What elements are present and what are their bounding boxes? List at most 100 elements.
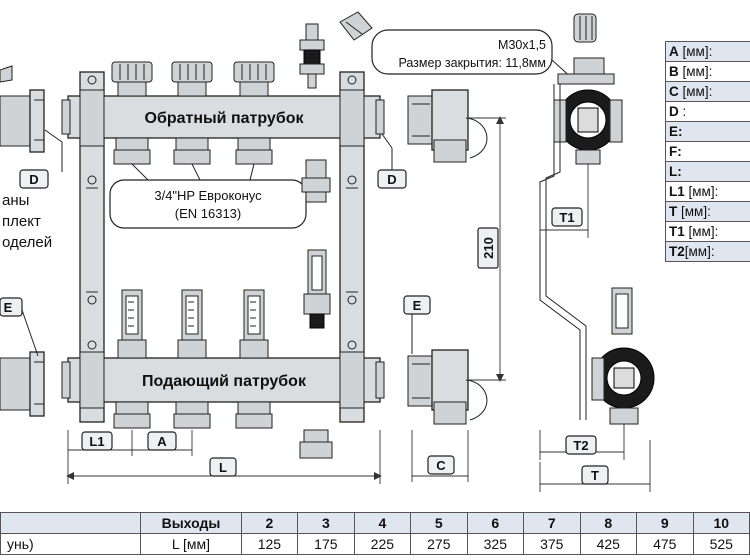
c-label: C	[436, 458, 446, 473]
spec-label: D	[669, 104, 679, 119]
dimension-t: T	[539, 440, 651, 492]
e-tag-right: E	[403, 295, 431, 354]
spec-unit: [мм]:	[684, 244, 715, 259]
flow-meter-loose	[303, 249, 331, 329]
outputs-count-cell: 3	[297, 512, 355, 534]
t1-label: T1	[559, 210, 574, 225]
spec-label: E:	[669, 124, 683, 139]
spec-cell: A [мм]:	[665, 41, 750, 62]
spec-unit: [мм]:	[678, 64, 713, 79]
a-label: A	[157, 434, 167, 449]
spec-table: A [мм]:B [мм]:C [мм]:D :E:F:L:L1 [мм]:T …	[665, 41, 750, 262]
thread-line2: Размер закрытия: 11,8мм	[398, 56, 546, 70]
supply-outlets	[113, 401, 273, 429]
spec-label: L:	[669, 164, 682, 179]
spec-label: T1	[669, 224, 685, 239]
spec-cell: T1 [мм]:	[665, 221, 750, 242]
dimension-c: C	[411, 430, 469, 482]
return-pipe-label: Обратный патрубок	[145, 110, 305, 127]
angle-fitting-bottom	[407, 349, 488, 425]
spec-cell: C [мм]:	[665, 81, 750, 102]
spec-cell: L1 [мм]:	[665, 181, 750, 202]
outputs-count-cell: 8	[579, 512, 638, 534]
spec-label: C	[669, 84, 679, 99]
valve-head-2	[171, 61, 213, 97]
outputs-header-label: Выходы	[140, 512, 242, 534]
flow-meter-2	[177, 289, 207, 359]
outputs-row-label: L [мм]	[140, 533, 242, 555]
side-text-line2: плект	[2, 213, 41, 230]
spec-unit: [мм]:	[684, 184, 719, 199]
left-adapter-bottom	[0, 351, 45, 417]
spec-unit: [мм]:	[678, 44, 713, 59]
spec-row: T1 [мм]:	[665, 221, 750, 242]
outputs-count-cell: 10	[692, 512, 750, 534]
outputs-length-cell: 325	[466, 533, 525, 555]
spec-label: F:	[669, 144, 682, 159]
e-label-left: E	[4, 300, 13, 315]
spec-label: B	[669, 64, 679, 79]
spec-cell: F:	[665, 141, 750, 162]
spec-row: T [мм]:	[665, 201, 750, 222]
return-valve-heads	[111, 61, 275, 97]
d-tag-right: D	[377, 133, 407, 189]
spec-cell: T2[мм]:	[665, 241, 750, 262]
outputs-count-cell: 5	[410, 512, 468, 534]
spec-row: A [мм]:	[665, 41, 750, 62]
d-label-right: D	[387, 172, 396, 187]
d-label-left: D	[29, 172, 38, 187]
spec-row: T2[мм]:	[665, 241, 750, 262]
e-tag-left: E	[0, 297, 39, 357]
angle-fitting-top	[407, 89, 488, 163]
side-view-assembly	[539, 13, 655, 425]
outputs-count-cell: 6	[466, 512, 525, 534]
left-adapter-top	[0, 65, 45, 153]
euroconus-line2: (EN 16313)	[175, 206, 241, 221]
supply-pipe-label: Подающий патрубок	[142, 373, 307, 390]
l1-label: L1	[89, 434, 104, 449]
spec-cell: E:	[665, 121, 750, 142]
spec-label: T	[669, 204, 678, 219]
outputs-count-cell: 2	[240, 512, 299, 534]
spec-unit: [мм]:	[678, 84, 713, 99]
spec-row: C [мм]:	[665, 81, 750, 102]
outputs-length-cell: 175	[297, 533, 355, 555]
nipple-part-1	[301, 159, 331, 203]
outputs-length-cell: 425	[579, 533, 638, 555]
spec-row: L:	[665, 161, 750, 182]
dimension-t1: T1	[539, 164, 589, 238]
dimension-a: A	[132, 430, 193, 456]
spec-cell: T [мм]:	[665, 201, 750, 222]
side-text-line1: аны	[2, 192, 29, 209]
side-section-bottom	[591, 347, 655, 409]
spec-row: E:	[665, 121, 750, 142]
outputs-count-cell: 4	[353, 512, 412, 534]
nipple-part-2	[299, 429, 333, 459]
outputs-length-cell: 375	[523, 533, 581, 555]
outputs-count-cell: 7	[523, 512, 581, 534]
spec-label: T2	[669, 244, 685, 259]
spec-unit: [мм]:	[677, 204, 711, 219]
outputs-count-cell: 9	[636, 512, 694, 534]
outputs-row-label-left: унь)	[0, 533, 142, 555]
spec-cell: D :	[665, 101, 750, 122]
side-valve-body-top	[573, 57, 605, 77]
spec-row: L1 [мм]:	[665, 181, 750, 202]
spec-cell: L:	[665, 161, 750, 182]
side-section-top	[553, 89, 623, 151]
side-flow-meter	[611, 287, 633, 335]
side-text: аны плект оделей	[2, 192, 52, 251]
return-manifold: Обратный патрубок	[61, 89, 385, 147]
side-text-line3: оделей	[2, 234, 52, 251]
spec-unit: [мм]:	[684, 224, 719, 239]
spec-cell: B [мм]:	[665, 61, 750, 82]
flow-meter-3	[239, 289, 269, 359]
height-210-label: 210	[481, 237, 496, 259]
cap-icon	[339, 11, 373, 41]
e-label-right: E	[413, 298, 422, 313]
d-tag-left: D	[19, 129, 63, 189]
spec-label: A	[669, 44, 679, 59]
loose-parts	[299, 11, 373, 459]
